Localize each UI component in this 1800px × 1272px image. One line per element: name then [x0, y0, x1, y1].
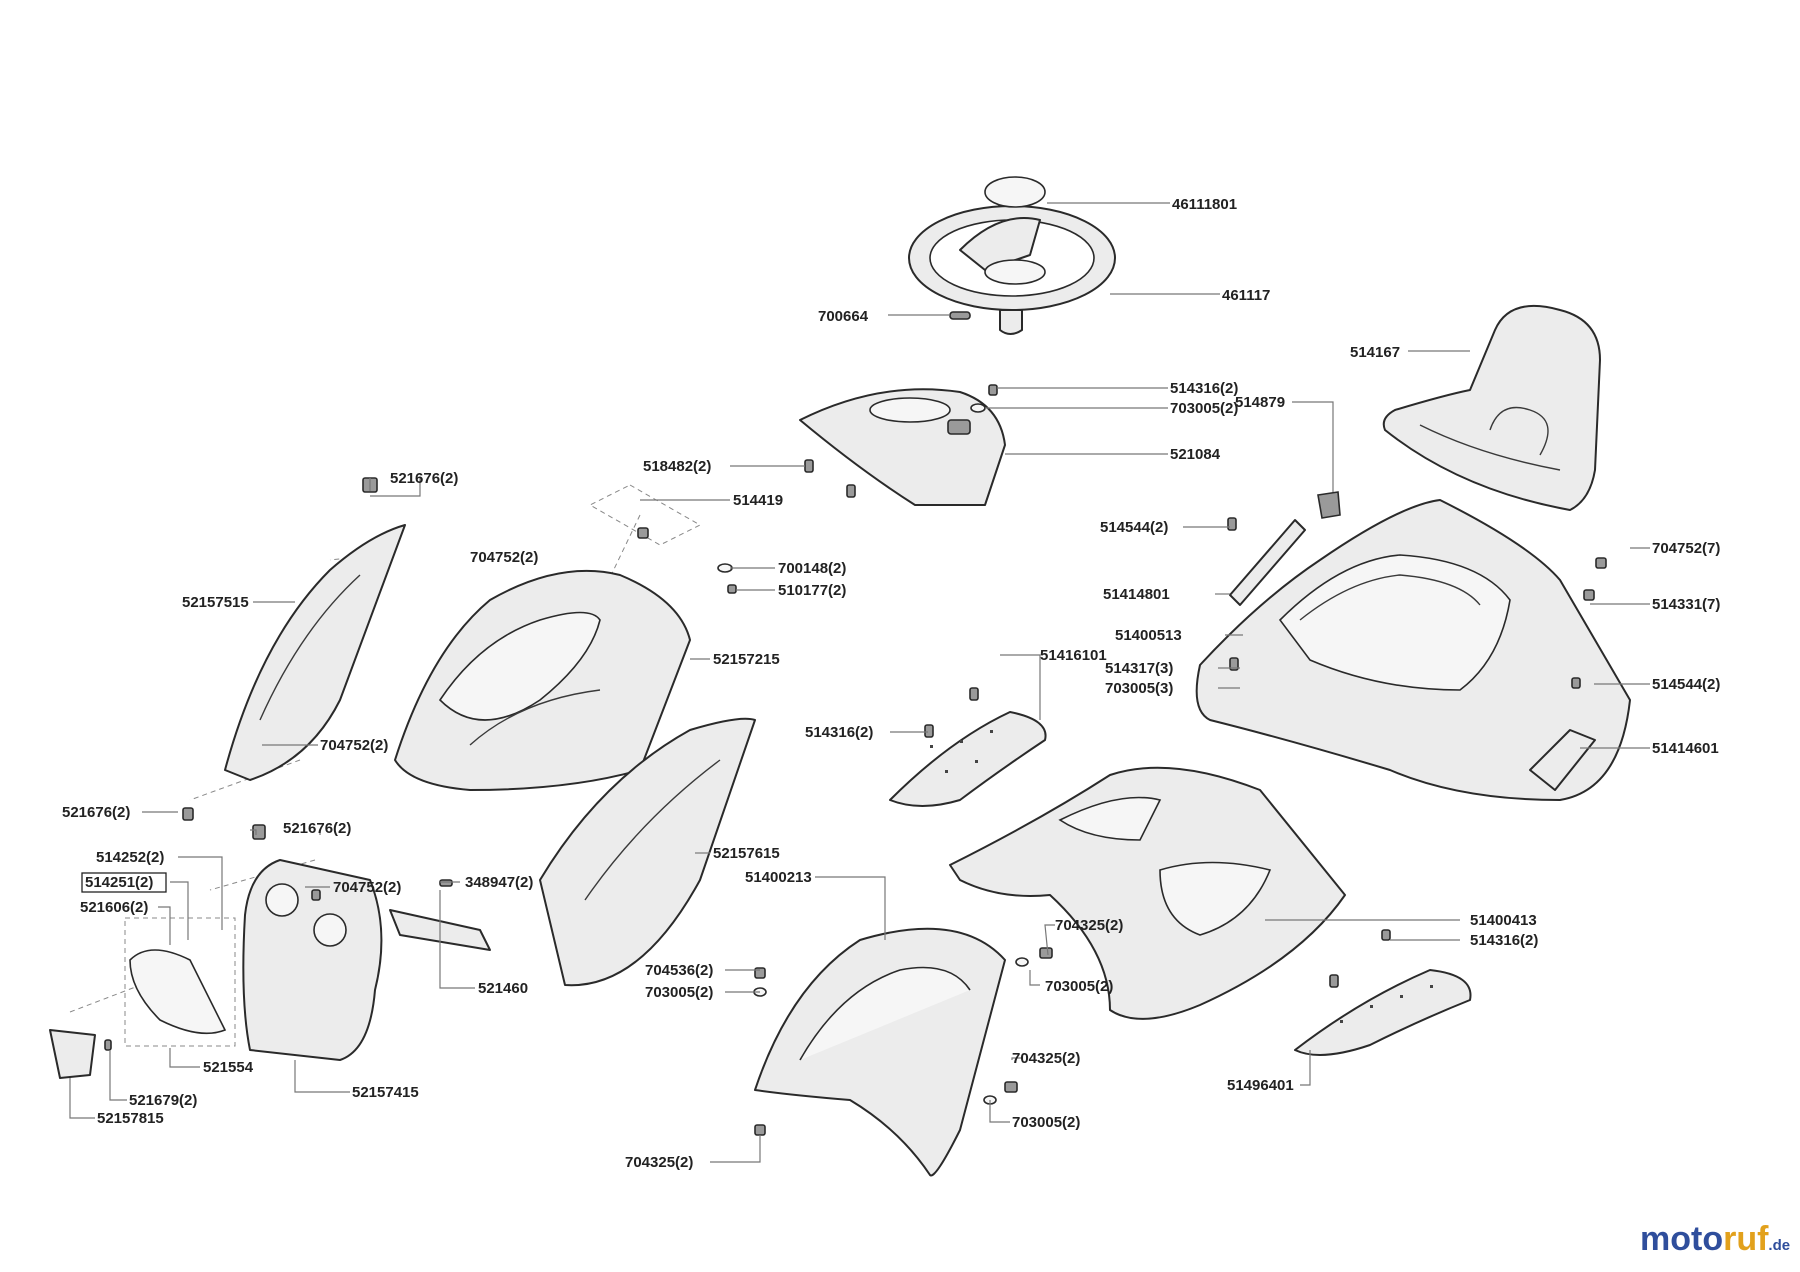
label-704752-a: 704752(2): [470, 549, 538, 566]
headlight-lens: [129, 949, 227, 1035]
label-704752-7: 704752(7): [1652, 540, 1720, 557]
hood: [394, 569, 691, 791]
label-514251: 514251(2): [85, 874, 153, 891]
switch: [1317, 491, 1341, 519]
watermark-part2: ruf: [1723, 1220, 1769, 1258]
label-51496401: 51496401: [1227, 1077, 1294, 1094]
label-52157215: 52157215: [713, 651, 780, 668]
label-703005-b: 703005(2): [1045, 978, 1113, 995]
label-514316-top: 514316(2): [1170, 380, 1238, 397]
shroud: [754, 927, 1006, 1177]
label-52157815: 52157815: [97, 1110, 164, 1127]
label-514544-a: 514544(2): [1100, 519, 1168, 536]
label-521606: 521606(2): [80, 899, 148, 916]
label-521679: 521679(2): [129, 1092, 197, 1109]
label-521554: 521554: [203, 1059, 254, 1076]
leader-lines: [69, 202, 1650, 1163]
side-panel-left-52157515: [224, 524, 406, 781]
label-514252: 514252(2): [96, 849, 164, 866]
label-514331: 514331(7): [1652, 596, 1720, 613]
label-703005-a: 703005(2): [645, 984, 713, 1001]
label-51400513: 51400513: [1115, 627, 1182, 644]
label-514419: 514419: [733, 492, 783, 509]
label-514316-c: 514316(2): [1470, 932, 1538, 949]
dash-panel: [799, 388, 1006, 506]
label-518482: 518482(2): [643, 458, 711, 475]
label-704325-b: 704325(2): [1012, 1050, 1080, 1067]
label-52157615: 52157615: [713, 845, 780, 862]
label-514879: 514879: [1235, 394, 1285, 411]
watermark-suffix: .de: [1768, 1237, 1790, 1254]
label-521460: 521460: [478, 980, 528, 997]
label-52157515: 52157515: [182, 594, 249, 611]
steering-wheel: [908, 205, 1116, 335]
svg-text:motoruf.de: motoruf.de: [1640, 1220, 1790, 1258]
corner-panel-52157815: [49, 1029, 96, 1079]
label-521676-b: 521676(2): [62, 804, 130, 821]
label-51400213: 51400213: [745, 869, 812, 886]
side-panel-right-52157615: [539, 717, 756, 987]
rear-body: [1195, 499, 1631, 801]
front-grille: [242, 859, 383, 1061]
label-51414601: 51414601: [1652, 740, 1719, 757]
label-510177: 510177(2): [778, 582, 846, 599]
seat: [1382, 304, 1601, 511]
watermark-part1: moto: [1640, 1220, 1723, 1258]
front-body: [949, 766, 1346, 1020]
label-703005-top: 703005(2): [1170, 400, 1238, 417]
side-trim-51414601: [1529, 729, 1596, 791]
label-51416101: 51416101: [1040, 647, 1107, 664]
watermark-logo: motoruf.de: [1640, 1220, 1790, 1258]
label-700148: 700148(2): [778, 560, 846, 577]
label-51400413: 51400413: [1470, 912, 1537, 929]
label-703005-c: 703005(2): [1012, 1114, 1080, 1131]
footplate-51416101: [889, 711, 1047, 807]
label-348947: 348947(2): [465, 874, 533, 891]
label-514544-b: 514544(2): [1652, 676, 1720, 693]
side-trim-51414801: [1229, 519, 1306, 606]
label-514167: 514167: [1350, 344, 1400, 361]
label-514317: 514317(3): [1105, 660, 1173, 677]
label-51414801: 51414801: [1103, 586, 1170, 603]
label-704325-c: 704325(2): [625, 1154, 693, 1171]
steering-wheel-cap: [984, 176, 1046, 208]
label-704752-b: 704752(2): [320, 737, 388, 754]
label-700664: 700664: [818, 308, 869, 325]
label-521676-a: 521676(2): [390, 470, 458, 487]
label-704325-a: 704325(2): [1055, 917, 1123, 934]
label-46111801: 46111801: [1172, 196, 1237, 213]
label-521676-c: 521676(2): [283, 820, 351, 837]
label-52157415: 52157415: [352, 1084, 419, 1101]
pin-700664: [949, 311, 971, 320]
footplate-51496401: [1294, 969, 1472, 1056]
label-461117: 461117: [1222, 287, 1270, 304]
label-704536: 704536(2): [645, 962, 713, 979]
label-514316-b: 514316(2): [805, 724, 873, 741]
label-703005-3: 703005(3): [1105, 680, 1173, 697]
boxed-label-frame: [81, 872, 167, 893]
part-labels: 46111801 461117 700664 514167 514316(2) …: [62, 196, 1720, 1171]
label-704752-c: 704752(2): [333, 879, 401, 896]
label-521084: 521084: [1170, 446, 1221, 463]
